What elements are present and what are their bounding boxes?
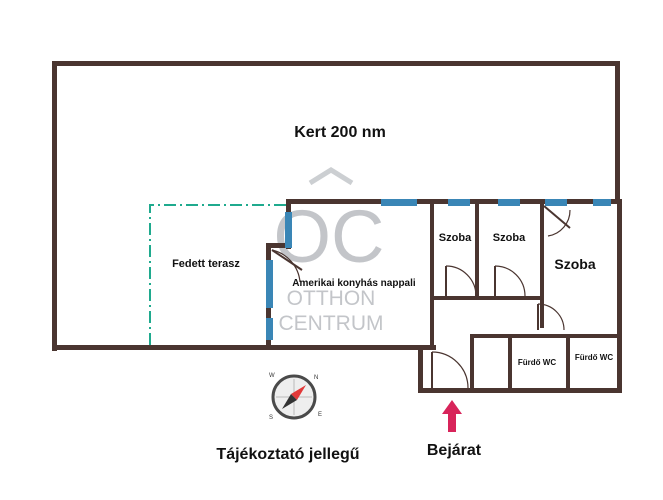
entrance-arrow-icon	[442, 400, 462, 432]
windows	[266, 199, 611, 340]
watermark-line2: CENTRUM	[279, 312, 384, 335]
door-swings	[271, 205, 571, 389]
compass-w: W	[269, 373, 275, 379]
entrance-label: Bejárat	[427, 442, 482, 459]
watermark-line1: OTTHON	[287, 287, 376, 310]
terrace-label: Fedett terasz	[172, 258, 240, 270]
compass-n: N	[314, 375, 318, 381]
living-room-label: Amerikai konyhás nappali	[292, 278, 416, 289]
compass-icon: N E S W	[269, 373, 322, 421]
bath1-label: Fürdő WC	[518, 358, 556, 367]
room1-label: Szoba	[439, 232, 472, 244]
garden-outline	[52, 61, 620, 351]
room3-label: Szoba	[554, 256, 595, 272]
garden-label: Kert 200 nm	[294, 124, 386, 141]
room2-label: Szoba	[493, 232, 526, 244]
disclaimer-label: Tájékoztató jellegű	[216, 446, 359, 463]
compass-s: S	[269, 415, 273, 421]
watermark-roof-icon	[308, 167, 354, 186]
compass-e: E	[318, 412, 322, 418]
terrace-outline	[149, 204, 290, 345]
watermark-logo: OC OTTHON CENTRUM	[274, 167, 385, 335]
bath2-label: Fürdő WC	[575, 353, 613, 362]
